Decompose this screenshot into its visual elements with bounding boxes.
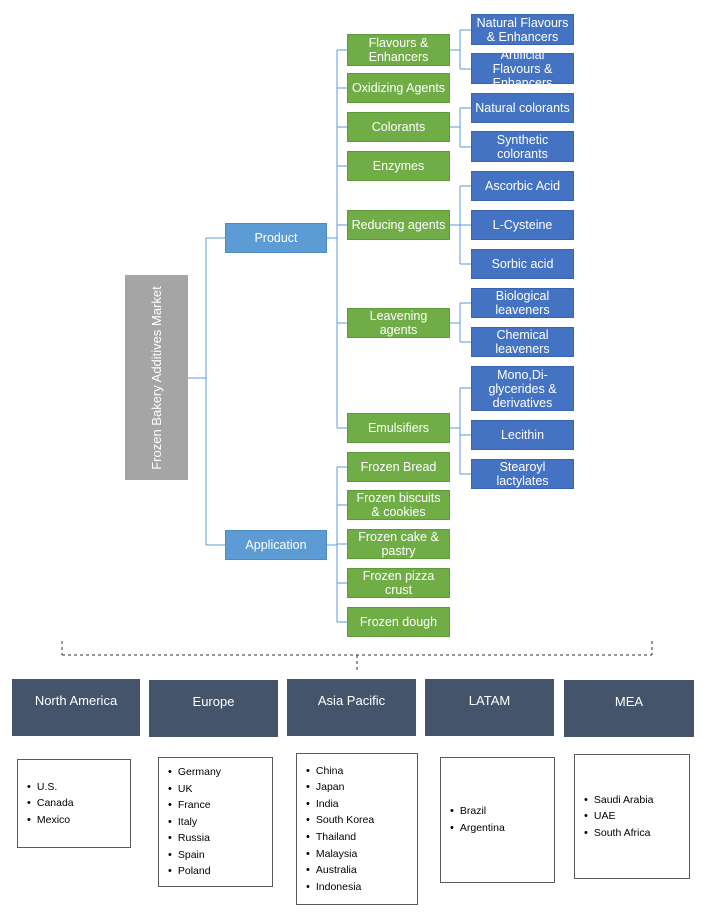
region-asia-pacific: Asia Pacific	[287, 679, 416, 736]
category-leavening: Leavening agents	[347, 308, 450, 338]
sub-l-cysteine: L-Cysteine	[471, 210, 574, 240]
subcategory-label: Mono,Di-glycerides & derivatives	[488, 367, 557, 410]
sub-artificial-flavours: Artificial Flavours & Enhancers	[471, 48, 574, 90]
segment-product: Product	[225, 223, 327, 253]
root-node: Frozen Bakery Additives Market	[125, 275, 188, 480]
country-item: India	[306, 796, 417, 813]
region-north-america: North America	[12, 679, 140, 736]
category-flavours: Flavours & Enhancers	[347, 34, 450, 66]
sub-mono-di-glycerides: Mono,Di-glycerides & derivatives	[471, 366, 574, 411]
region-label: North America	[34, 693, 118, 708]
subcategory-label: Lecithin	[500, 428, 545, 442]
category-label: Enzymes	[372, 159, 425, 173]
region-latam: LATAM	[425, 679, 554, 736]
root-title: Frozen Bakery Additives Market	[148, 285, 164, 470]
category-oxidizing: Oxidizing Agents	[347, 73, 450, 103]
category-label: Emulsifiers	[367, 421, 430, 435]
country-item: Canada	[27, 795, 130, 812]
sub-lecithin: Lecithin	[471, 420, 574, 450]
segment-application-label: Application	[245, 538, 307, 552]
sub-synthetic-colorants: Synthetic colorants	[471, 131, 574, 162]
sub-stearoyl-lactylates: Stearoyl lactylates	[471, 459, 574, 489]
sub-sorbic-acid: Sorbic acid	[471, 249, 574, 279]
subcategory-label: Artificial Flavours & Enhancers	[492, 47, 553, 90]
country-item: Argentina	[450, 820, 554, 837]
country-list-asia-pacific: China Japan India South Korea Thailand M…	[296, 753, 418, 905]
region-mea: MEA	[564, 680, 694, 737]
category-label: Oxidizing Agents	[351, 81, 446, 95]
category-label: Reducing agents	[351, 218, 446, 232]
country-item: Italy	[168, 814, 272, 831]
country-item: Brazil	[450, 803, 554, 820]
country-item: Malaysia	[306, 846, 417, 863]
category-emulsifiers: Emulsifiers	[347, 413, 450, 443]
subcategory-label: Biological leaveners	[495, 289, 550, 317]
country-list-mea: Saudi Arabia UAE South Africa	[574, 754, 690, 879]
country-item: South Africa	[584, 825, 689, 842]
sub-natural-flavours: Natural Flavours & Enhancers	[471, 14, 574, 45]
country-item: Saudi Arabia	[584, 792, 689, 809]
application-frozen-dough: Frozen dough	[347, 607, 450, 637]
application-frozen-cake: Frozen cake & pastry	[347, 529, 450, 559]
country-item: Mexico	[27, 812, 130, 829]
region-label: Europe	[192, 694, 235, 709]
country-item: U.S.	[27, 779, 130, 796]
application-frozen-pizza: Frozen pizza crust	[347, 568, 450, 598]
category-colorants: Colorants	[347, 112, 450, 142]
country-item: China	[306, 763, 417, 780]
category-label: Leavening agents	[369, 309, 428, 337]
country-item: Japan	[306, 779, 417, 796]
category-enzymes: Enzymes	[347, 151, 450, 181]
region-label: LATAM	[468, 693, 511, 708]
country-item: UK	[168, 781, 272, 798]
category-reducing: Reducing agents	[347, 210, 450, 240]
application-frozen-bread: Frozen Bread	[347, 452, 450, 482]
subcategory-label: Ascorbic Acid	[484, 179, 561, 193]
country-item: UAE	[584, 808, 689, 825]
country-item: Poland	[168, 863, 272, 880]
sub-natural-colorants: Natural colorants	[471, 93, 574, 123]
subcategory-label: Stearoyl lactylates	[496, 460, 549, 488]
application-label: Frozen pizza crust	[362, 569, 435, 597]
application-label: Frozen Bread	[360, 460, 437, 474]
subcategory-label: Natural colorants	[475, 101, 570, 115]
region-europe: Europe	[149, 680, 278, 737]
country-item: France	[168, 797, 272, 814]
subcategory-label: Chemical leaveners	[495, 328, 550, 356]
application-frozen-biscuits: Frozen biscuits & cookies	[347, 490, 450, 520]
subcategory-label: Synthetic colorants	[496, 132, 549, 161]
country-item: Thailand	[306, 829, 417, 846]
sub-biological-leaveners: Biological leaveners	[471, 288, 574, 318]
country-item: Australia	[306, 862, 417, 879]
country-item: Germany	[168, 764, 272, 781]
country-list-europe: Germany UK France Italy Russia Spain Pol…	[158, 757, 273, 887]
sub-chemical-leaveners: Chemical leaveners	[471, 327, 574, 357]
category-label: Flavours & Enhancers	[368, 36, 429, 64]
application-label: Frozen cake & pastry	[358, 530, 439, 558]
region-label: Asia Pacific	[317, 693, 386, 708]
subcategory-label: Natural Flavours & Enhancers	[476, 15, 569, 44]
category-label: Colorants	[371, 120, 426, 134]
country-list-latam: Brazil Argentina	[440, 757, 555, 883]
application-label: Frozen dough	[359, 615, 438, 629]
segment-application: Application	[225, 530, 327, 560]
sub-ascorbic-acid: Ascorbic Acid	[471, 171, 574, 201]
subcategory-label: Sorbic acid	[491, 257, 554, 271]
country-list-north-america: U.S. Canada Mexico	[17, 759, 131, 848]
country-item: Spain	[168, 847, 272, 864]
subcategory-label: L-Cysteine	[492, 218, 553, 232]
region-label: MEA	[614, 694, 644, 709]
segment-product-label: Product	[254, 231, 298, 245]
country-item: Indonesia	[306, 879, 417, 896]
country-item: Russia	[168, 830, 272, 847]
country-item: South Korea	[306, 812, 417, 829]
application-label: Frozen biscuits & cookies	[356, 491, 441, 519]
